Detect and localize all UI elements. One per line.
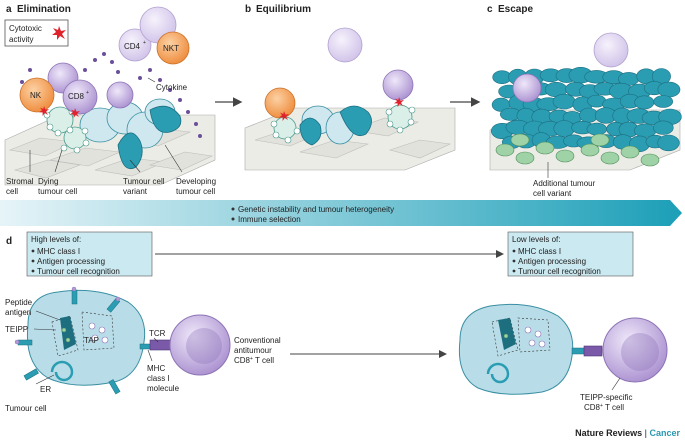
panel-a-illustration: CD4 + NKT NK CD8 + Cytokine Stromal cell…	[4, 6, 216, 196]
teipp-specific-t-cell	[583, 317, 668, 383]
cytotoxic-star-icon	[52, 26, 66, 40]
journal-credit: Nature Reviews | Cancer	[575, 428, 680, 438]
panel-a-letter: a	[6, 4, 12, 15]
selection-banner: Genetic instability and tumour heterogen…	[0, 200, 682, 226]
tumour-cell	[652, 120, 674, 135]
tumour-cell	[657, 134, 680, 152]
low-levels-box: Low levels of: MHC class I Antigen proce…	[507, 231, 634, 277]
legend-line-2: activity	[9, 35, 33, 44]
mhc-label-3: molecule	[147, 384, 180, 393]
variant-cell	[495, 143, 515, 157]
banner-line-1: Genetic instability and tumour heterogen…	[238, 205, 394, 214]
conventional-t-cell	[149, 314, 231, 376]
panel-b-illustration	[244, 27, 456, 171]
developing-label-2: tumour cell	[176, 187, 215, 196]
additional-variant-cells	[495, 133, 660, 167]
conv-label-3: CD8+ T cell	[234, 356, 274, 365]
low-box-title: Low levels of:	[512, 235, 560, 244]
tumour-cell	[634, 95, 655, 110]
panel-a-title: Elimination	[17, 4, 71, 15]
tumour-cell	[586, 122, 607, 136]
panel-b-letter: b	[245, 4, 251, 15]
stromal-label-2: cell	[6, 187, 18, 196]
high-item-3: Tumour cell recognition	[37, 267, 120, 276]
variant-cell	[640, 153, 660, 167]
cytokine-dots	[20, 52, 202, 138]
panel-b-title: Equilibrium	[256, 4, 311, 15]
additional-label-1: Additional tumour	[533, 179, 596, 188]
tumour-cell-variant	[117, 132, 143, 170]
er-label: ER	[40, 385, 51, 394]
nk-cell	[19, 77, 55, 113]
peptide-label-1: Peptide	[5, 298, 33, 307]
high-levels-box: High levels of: MHC class I Antigen proc…	[26, 231, 153, 277]
variant-cell	[580, 143, 600, 157]
panel-c-illustration: Additional tumour cell variant	[489, 32, 682, 198]
variant-cell	[510, 133, 530, 147]
cd4-sup: +	[143, 40, 146, 46]
conv-label-1: Conventional	[234, 336, 281, 345]
tumour-cell	[657, 81, 681, 98]
tap-label: TAP	[84, 336, 99, 345]
tumour-mass	[491, 66, 682, 153]
right-tumour-cell	[458, 303, 587, 395]
legend-line-1: Cytotoxic	[9, 24, 42, 33]
tumour-cell	[653, 95, 674, 108]
low-item-3: Tumour cell recognition	[518, 267, 601, 276]
cytotoxic-star-icons	[39, 106, 80, 118]
teipp-spec-label-1: TEIPP-specific	[580, 393, 632, 402]
high-item-2: Antigen processing	[37, 257, 105, 266]
low-item-1: MHC class I	[518, 247, 561, 256]
teipp-label: TEIPP	[5, 325, 28, 334]
variant-cell	[620, 145, 640, 159]
nk-label: NK	[30, 91, 42, 100]
cd8-sup: +	[86, 90, 89, 96]
nkt-cell	[156, 31, 190, 65]
cd4-label: CD4	[124, 42, 141, 51]
cd8-cell	[62, 79, 98, 115]
variant-label-1: Tumour cell	[123, 177, 165, 186]
high-item-1: MHC class I	[37, 247, 80, 256]
variant-cell	[600, 151, 620, 165]
variant-cell	[515, 151, 535, 165]
peptide-label-2: antigen	[5, 308, 31, 317]
variant-cell	[555, 149, 575, 163]
low-item-2: Antigen processing	[518, 257, 586, 266]
stromal-label-1: Stromal	[6, 177, 34, 186]
conv-label-2: antitumour	[234, 346, 272, 355]
tcr-label: TCR	[149, 329, 166, 338]
variant-cell	[535, 141, 555, 155]
cytotoxic-legend: Cytotoxic activity	[4, 19, 69, 47]
mhc-label-2: class I	[147, 374, 170, 383]
panel-c-title: Escape	[498, 4, 533, 15]
additional-label-2: cell variant	[533, 189, 572, 198]
cytokine-label: Cytokine	[156, 83, 188, 92]
mhc-label-1: MHC	[147, 364, 165, 373]
dying-label-2: tumour cell	[38, 187, 77, 196]
tumour-cell-label: Tumour cell	[5, 404, 47, 413]
panel-d-letter: d	[6, 236, 12, 247]
variant-cell	[590, 133, 610, 147]
cd4-cell	[118, 28, 152, 62]
panel-c-letter: c	[487, 4, 493, 15]
teipp-spec-label-2: CD8+ T cell	[584, 403, 624, 412]
variant-label-2: variant	[123, 187, 148, 196]
left-tumour-cell	[14, 286, 155, 395]
nkt-label: NKT	[163, 44, 179, 53]
dying-label-1: Dying	[38, 177, 58, 186]
high-box-title: High levels of:	[31, 235, 81, 244]
tumour-cell	[552, 93, 576, 110]
cd8-label: CD8	[68, 92, 85, 101]
banner-line-2: Immune selection	[238, 215, 301, 224]
developing-label-1: Developing	[176, 177, 216, 186]
